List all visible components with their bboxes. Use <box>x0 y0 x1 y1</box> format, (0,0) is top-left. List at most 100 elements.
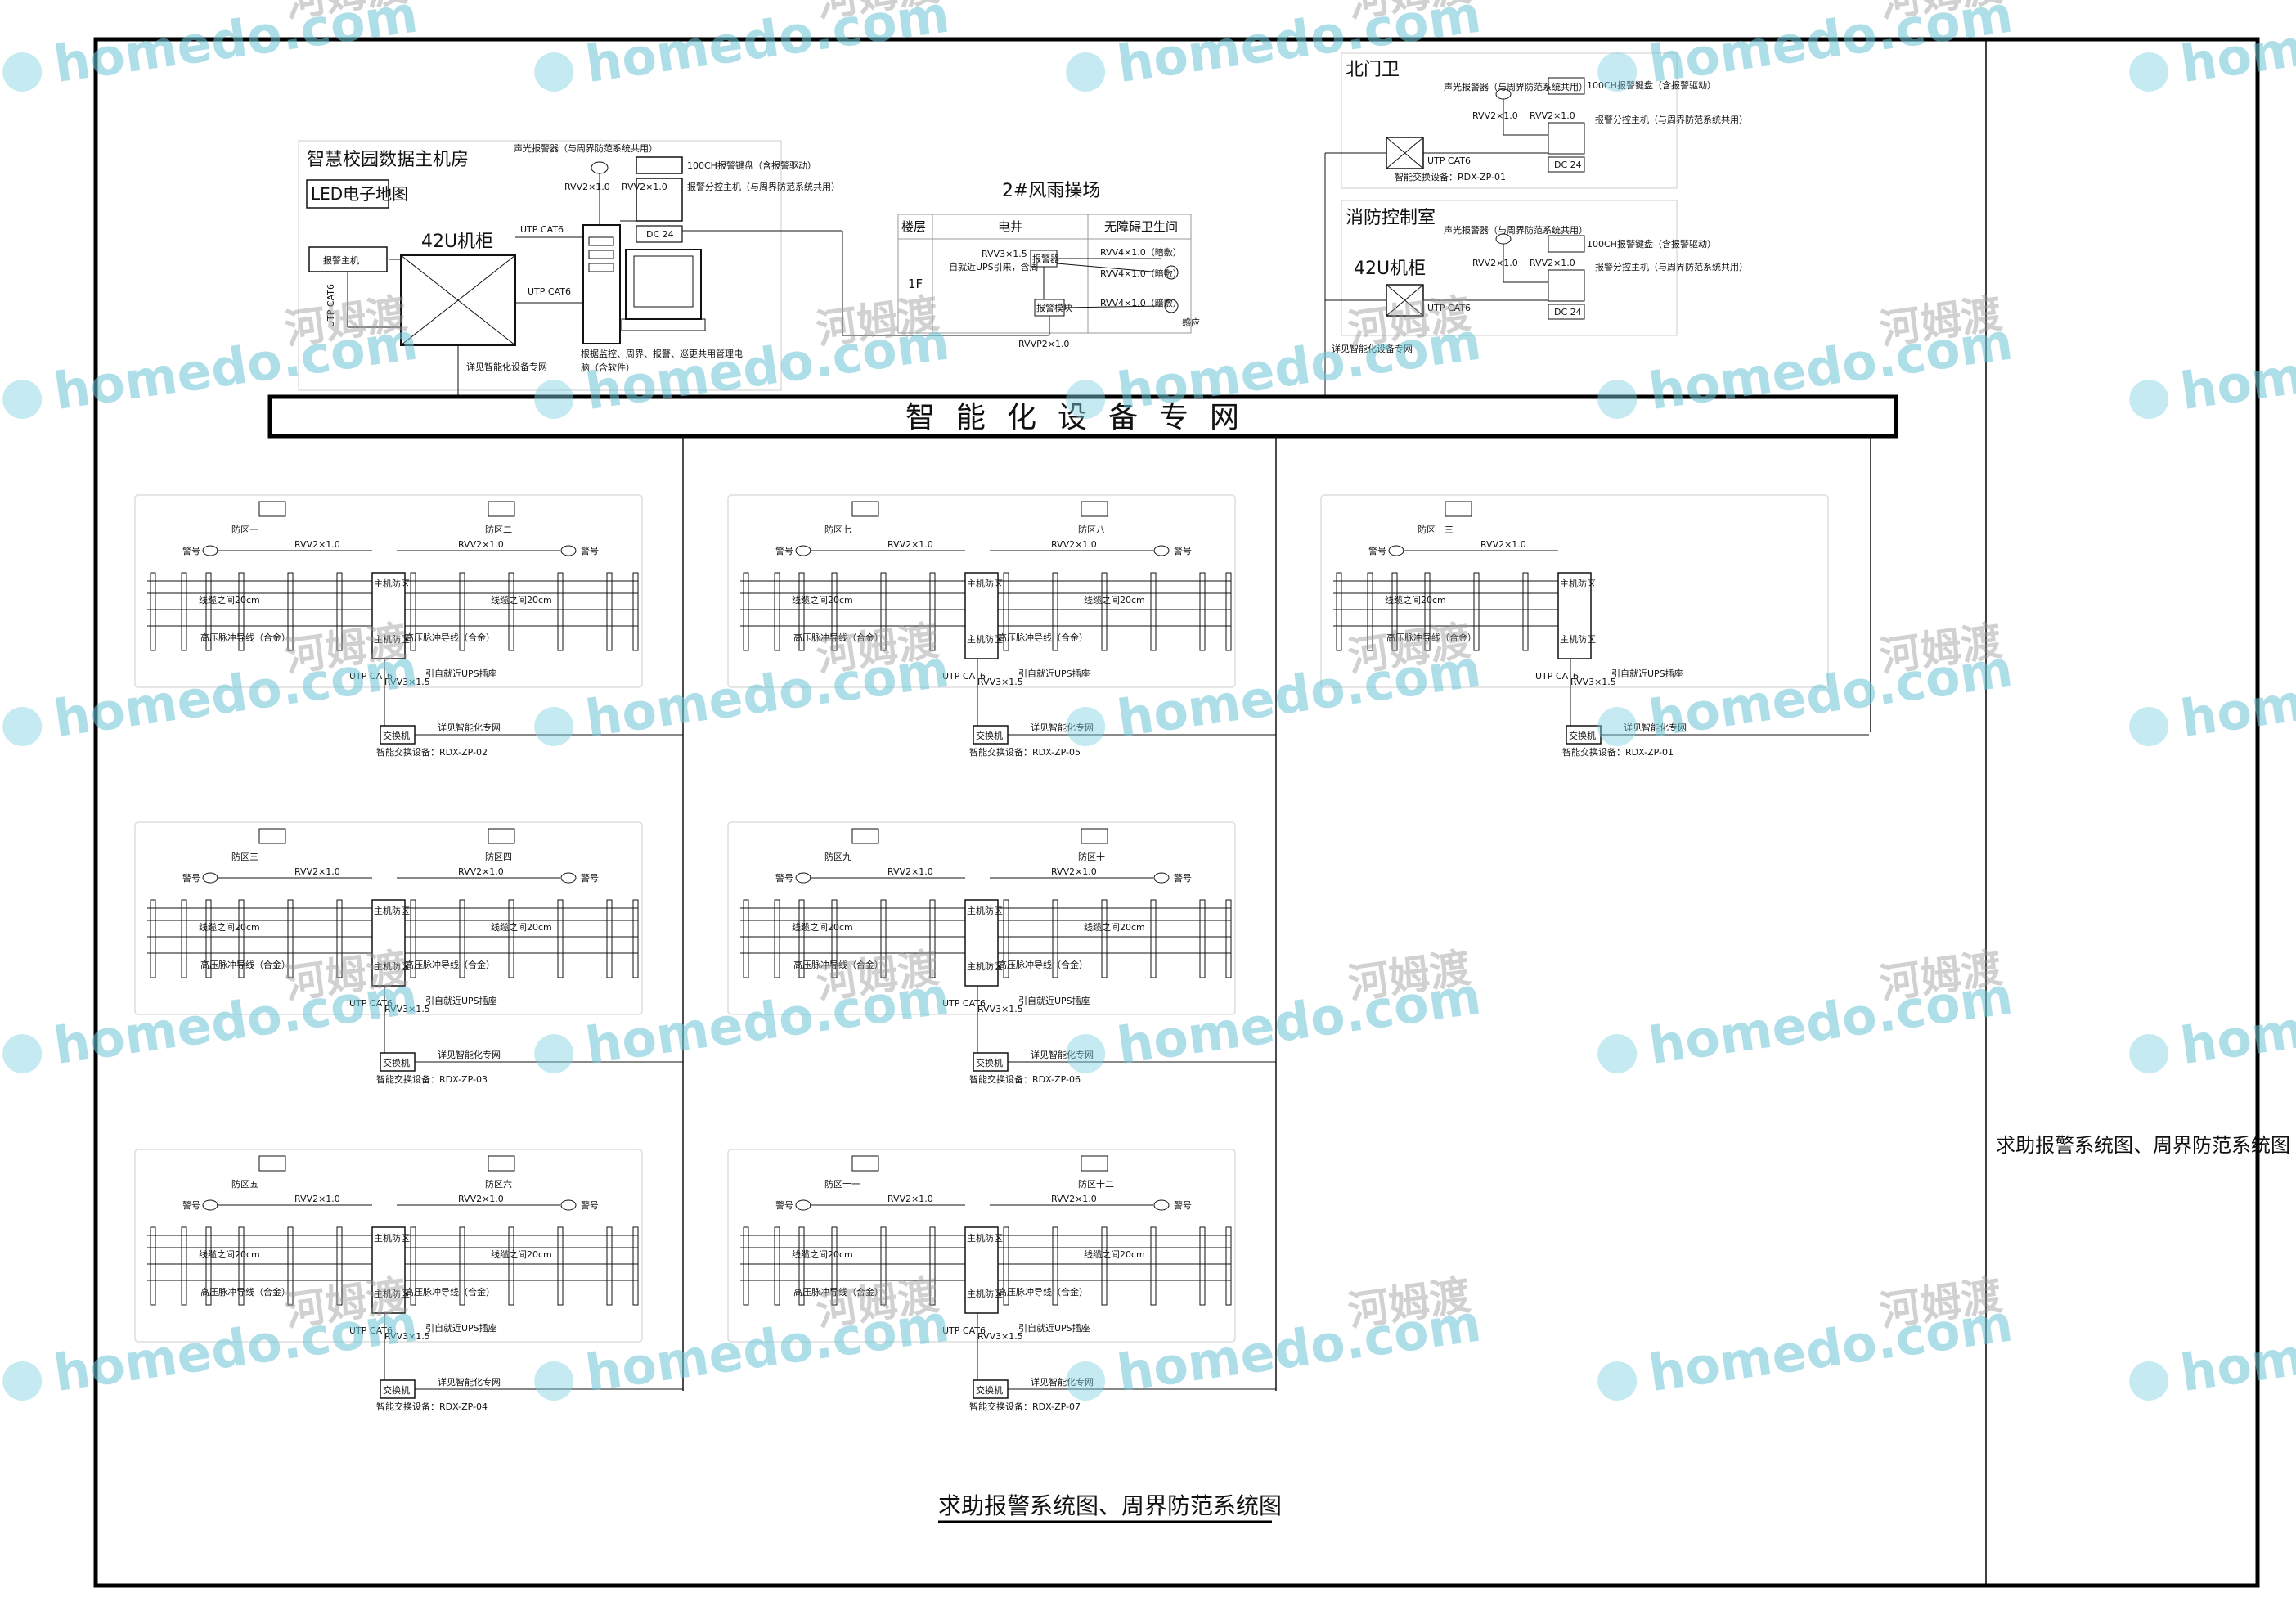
strobe-note: 声光报警器（与周界防范系统共用） <box>514 142 658 154</box>
watermark-brand: homedo.com <box>2177 965 2296 1076</box>
side-title: 求助报警系统图、周界防范系统图 <box>1996 1134 2290 1157</box>
fence-post <box>557 899 564 978</box>
switch-label: 交换机 <box>383 1384 410 1396</box>
host-zone-label: 主机防区 <box>967 578 1003 589</box>
fence-panel <box>727 1149 1236 1343</box>
fence-post <box>336 572 343 651</box>
fence-post <box>287 572 294 651</box>
fence-post <box>238 899 245 978</box>
fence-post <box>150 1226 156 1306</box>
led-map-label: LED电子地图 <box>311 184 408 204</box>
rvv-ups-label: RVV3×1.5 <box>977 1004 1023 1014</box>
rvv-ups-label: RVV3×1.5 <box>384 1004 430 1014</box>
fence-post <box>1199 572 1206 651</box>
fence-post <box>1003 572 1009 651</box>
fence-post <box>1391 572 1398 651</box>
fence-post <box>632 572 639 651</box>
spacing-label: 线缆之间20cm <box>1084 594 1145 605</box>
flower-logo-icon <box>1066 52 1106 92</box>
hv-wire-label: 高压脉冲导线（合金） <box>998 959 1088 970</box>
fence-panel <box>134 1149 643 1343</box>
watermark-brand: homedo.com <box>2177 0 2296 94</box>
zone-tag-icon <box>258 1155 286 1172</box>
main-host-label: 主机防区 <box>374 633 410 645</box>
sub-host-note: 报警分控主机（与周界防范系统共用） <box>687 181 840 192</box>
fr-keyboard <box>1548 235 1585 253</box>
drawing-frame <box>93 37 2260 1588</box>
fence-post <box>181 899 187 978</box>
siren-label: 警号 <box>1174 545 1192 556</box>
ng-keyboard-note: 100CH报警键盘（含报警驱动） <box>1587 79 1716 91</box>
fire-room-block: 消防控制室 42U机柜 声光报警器（与周界防范系统共用） 100CH报警键盘（含… <box>1324 152 1748 397</box>
spacing-label: 线缆之间20cm <box>199 594 260 605</box>
flower-logo-icon <box>534 52 574 92</box>
rack-label: 42U机柜 <box>421 232 493 252</box>
zone-right-label: 防区六 <box>485 1178 512 1190</box>
siren-icon <box>202 1199 218 1211</box>
hv-wire-label: 高压脉冲导线（合金） <box>200 632 290 643</box>
controller-box <box>371 1226 406 1314</box>
fence-post <box>287 1226 294 1306</box>
zone-tag-icon <box>258 828 286 844</box>
controller-box <box>1557 572 1592 659</box>
flower-logo-icon <box>2 1361 43 1401</box>
siren-icon <box>560 872 577 884</box>
device-code-label: 智能交换设备：RDX-ZP-03 <box>376 1073 488 1085</box>
siren-icon <box>560 1199 577 1211</box>
net-note-label: 详见智能化专网 <box>438 1376 501 1388</box>
fence-post <box>929 572 936 651</box>
fence-post <box>508 1226 514 1306</box>
fr-host-note: 报警分控主机（与周界防范系统共用） <box>1595 261 1748 272</box>
col-shaft: 电井 <box>998 219 1022 234</box>
fr-rvv2: RVV2×1.0 <box>1530 258 1575 268</box>
pc-note-2: 脑（含软件） <box>581 362 635 373</box>
col-restroom: 无障碍卫生间 <box>1104 219 1178 234</box>
fence-post <box>336 899 343 978</box>
flower-logo-icon <box>1597 52 1638 92</box>
ups-label: 引自就近UPS插座 <box>1611 668 1683 679</box>
host-zone-label: 主机防区 <box>374 1232 410 1244</box>
zone-left-label: 防区五 <box>231 1178 258 1190</box>
zone-right-label: 防区四 <box>485 851 512 862</box>
siren-icon <box>795 545 811 556</box>
fence-post <box>1199 1226 1206 1306</box>
host-zone-label: 主机防区 <box>1560 578 1596 589</box>
main-host-label: 主机防区 <box>374 1288 410 1299</box>
rvv-label: RVV2×1.0 <box>294 1194 340 1204</box>
fence-post <box>150 572 156 651</box>
zone-left-label: 防区十三 <box>1418 524 1454 535</box>
field-ups-note: 自就近UPS引来，含周 <box>949 261 1039 272</box>
device-code-label: 智能交换设备：RDX-ZP-06 <box>969 1073 1081 1085</box>
fr-dc24: DC 24 <box>1554 307 1582 317</box>
flower-logo-icon <box>1597 1361 1638 1401</box>
fence-post <box>798 899 805 978</box>
north-gate-title: 北门卫 <box>1346 60 1400 80</box>
switch-label: 交换机 <box>1569 730 1596 741</box>
flower-logo-icon <box>534 379 574 419</box>
siren-label: 警号 <box>775 1199 793 1211</box>
ng-rvv1: RVV2×1.0 <box>1472 110 1518 121</box>
ng-strobe-note: 声光报警器（与周界防范系统共用） <box>1444 81 1588 92</box>
strobe-icon <box>591 161 609 174</box>
device-code-label: 智能交换设备：RDX-ZP-01 <box>1562 746 1674 758</box>
fence-panel <box>727 821 1236 1015</box>
rvv-ups-label: RVV3×1.5 <box>977 1331 1023 1342</box>
host-zone-label: 主机防区 <box>374 905 410 916</box>
siren-label: 警号 <box>581 545 599 556</box>
fr-strobe-note: 声光报警器（与周界防范系统共用） <box>1444 224 1588 236</box>
fence-post <box>798 572 805 651</box>
fence-post <box>880 572 887 651</box>
device-code-label: 智能交换设备：RDX-ZP-05 <box>969 746 1081 758</box>
ups-label: 引自就近UPS插座 <box>1018 668 1090 679</box>
fire-room-title: 消防控制室 <box>1346 208 1436 228</box>
rvv-ups-label: RVV3×1.5 <box>1570 677 1616 687</box>
utp-label-1: UTP CAT6 <box>520 224 564 235</box>
zone-left-label: 防区一 <box>231 524 258 535</box>
